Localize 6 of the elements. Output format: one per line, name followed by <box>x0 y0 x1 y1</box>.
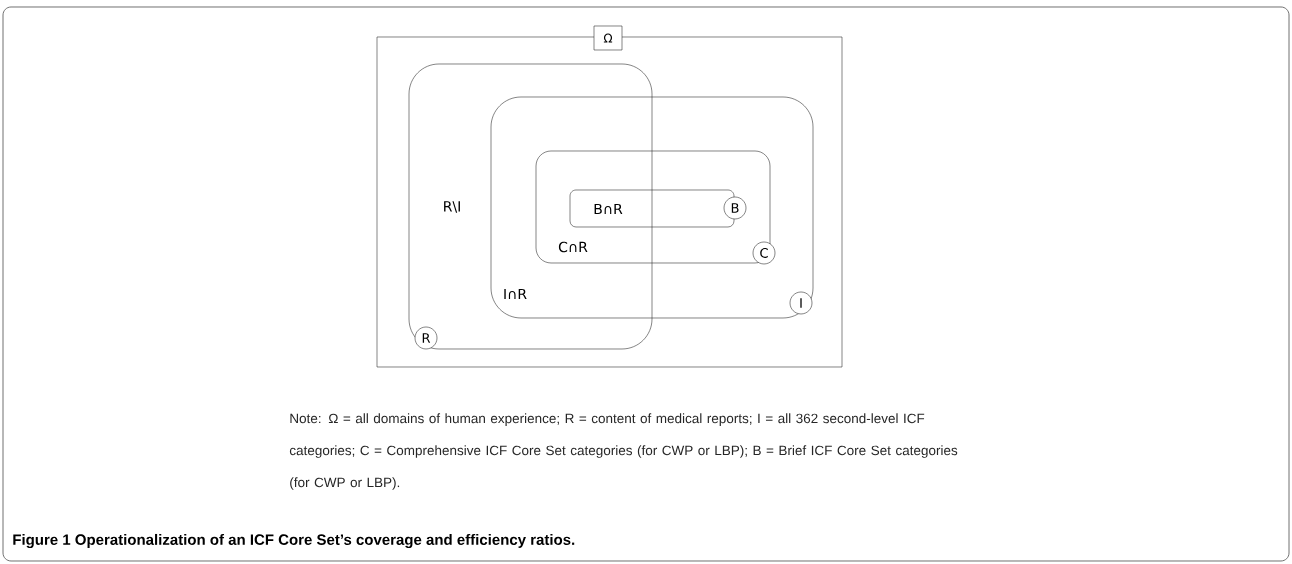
region-label: B∩R <box>594 203 623 215</box>
figure-caption: Figure 1 Operationalization of an ICF Core Set’s coverage and efficiency ratios. <box>13 533 575 548</box>
region-label: I∩R <box>504 288 527 300</box>
region-label: R\I <box>444 201 460 213</box>
note-text: Note: Ω = all domains of human experience; R = content of medical reports; I = all 362 second-level ICF categories; C = Comprehensive ICF Core Set categories (for CWP or LBP); B = Brief ICF Core Set categories (for CWP or LBP). <box>289 413 958 490</box>
region-label: C∩R <box>558 241 588 253</box>
